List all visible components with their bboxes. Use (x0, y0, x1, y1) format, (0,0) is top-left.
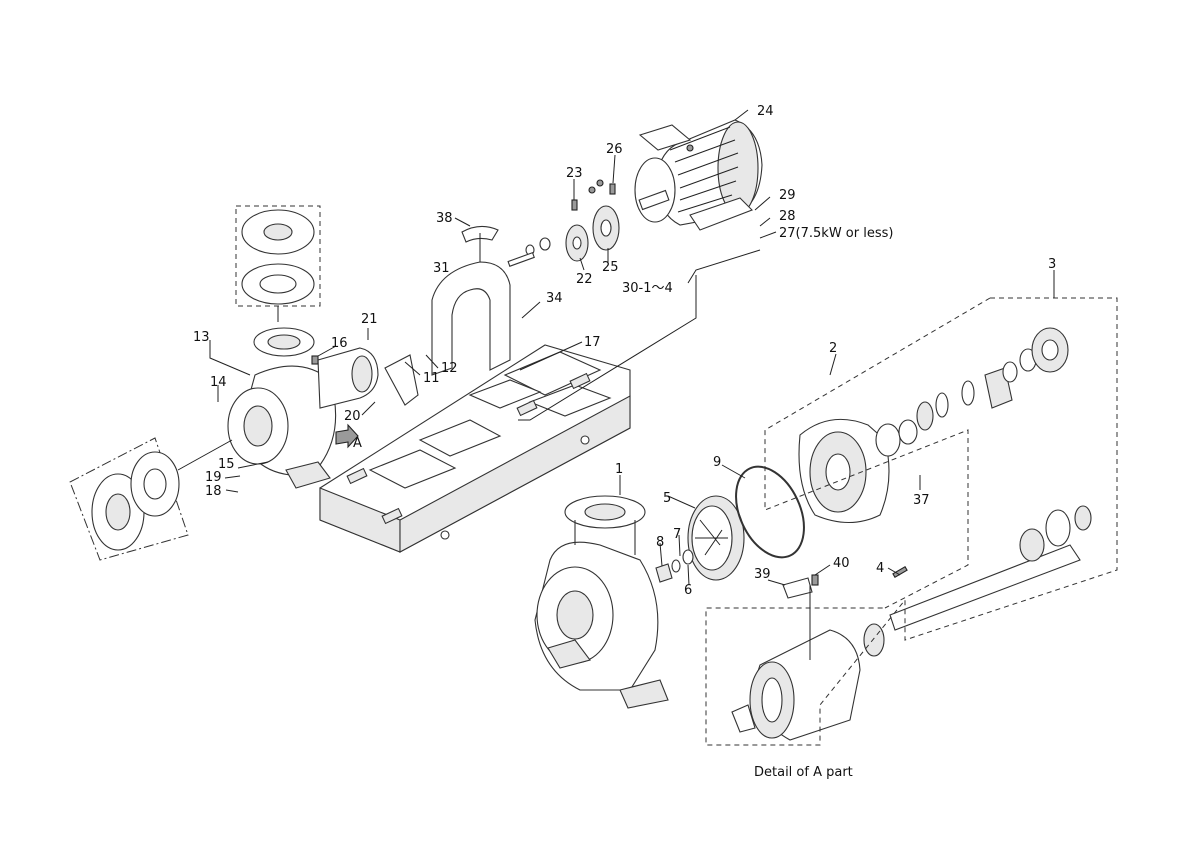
label-30: 30-1～4 (622, 281, 673, 296)
label-12: 12 (441, 361, 458, 376)
detail-boundary (705, 297, 1118, 746)
label-1: 1 (615, 462, 623, 477)
label-20: 20 (344, 409, 361, 424)
label-28: 28 (779, 209, 796, 224)
o-ring (735, 465, 805, 559)
label-22: 22 (576, 272, 593, 287)
discharge-flange-detail (235, 205, 321, 322)
label-15: 15 (218, 457, 235, 472)
small-parts-impeller (655, 549, 819, 599)
label-26: 26 (606, 142, 623, 157)
label-29: 29 (779, 188, 796, 203)
shaft-and-bearings (863, 505, 1092, 657)
pump-assembly-left (227, 327, 419, 489)
label-16: 16 (331, 336, 348, 351)
label-38: 38 (436, 211, 453, 226)
motor (634, 119, 763, 231)
label-4: 4 (876, 561, 884, 576)
label-2: 2 (829, 341, 837, 356)
label-27: 27(7.5kW or less) (779, 226, 893, 241)
coupling-guard (431, 225, 511, 376)
leader-lines (209, 109, 1055, 660)
detail-caption: Detail of A part (754, 765, 853, 780)
label-3: 3 (1048, 257, 1056, 272)
label-A: A (353, 436, 362, 451)
label-34: 34 (546, 291, 563, 306)
label-23: 23 (566, 166, 583, 181)
label-13: 13 (193, 330, 210, 345)
label-9: 9 (713, 455, 721, 470)
label-17: 17 (584, 335, 601, 350)
label-21: 21 (361, 312, 378, 327)
label-11: 11 (423, 371, 440, 386)
detail-boundary-2 (764, 297, 991, 609)
label-8: 8 (656, 535, 664, 550)
impeller (687, 495, 745, 581)
coupling (507, 179, 620, 267)
base-plate (319, 344, 631, 553)
label-39: 39 (754, 567, 771, 582)
label-5: 5 (663, 491, 671, 506)
bearing-housing-cover (798, 327, 1069, 523)
label-31: 31 (433, 261, 450, 276)
pump-casing (534, 495, 669, 709)
view-a-arrow (335, 423, 359, 449)
suction-flange-detail (69, 437, 233, 561)
label-37: 37 (913, 493, 930, 508)
part-labels: 24 26 23 29 28 27(7.5kW or less) 38 31 2… (193, 104, 1056, 598)
label-40: 40 (833, 556, 850, 571)
label-7: 7 (673, 527, 681, 542)
label-24: 24 (757, 104, 774, 119)
label-19: 19 (205, 470, 222, 485)
label-6: 6 (684, 583, 692, 598)
bracket (731, 629, 861, 741)
label-25: 25 (602, 260, 619, 275)
label-14: 14 (210, 375, 227, 390)
label-18: 18 (205, 484, 222, 499)
